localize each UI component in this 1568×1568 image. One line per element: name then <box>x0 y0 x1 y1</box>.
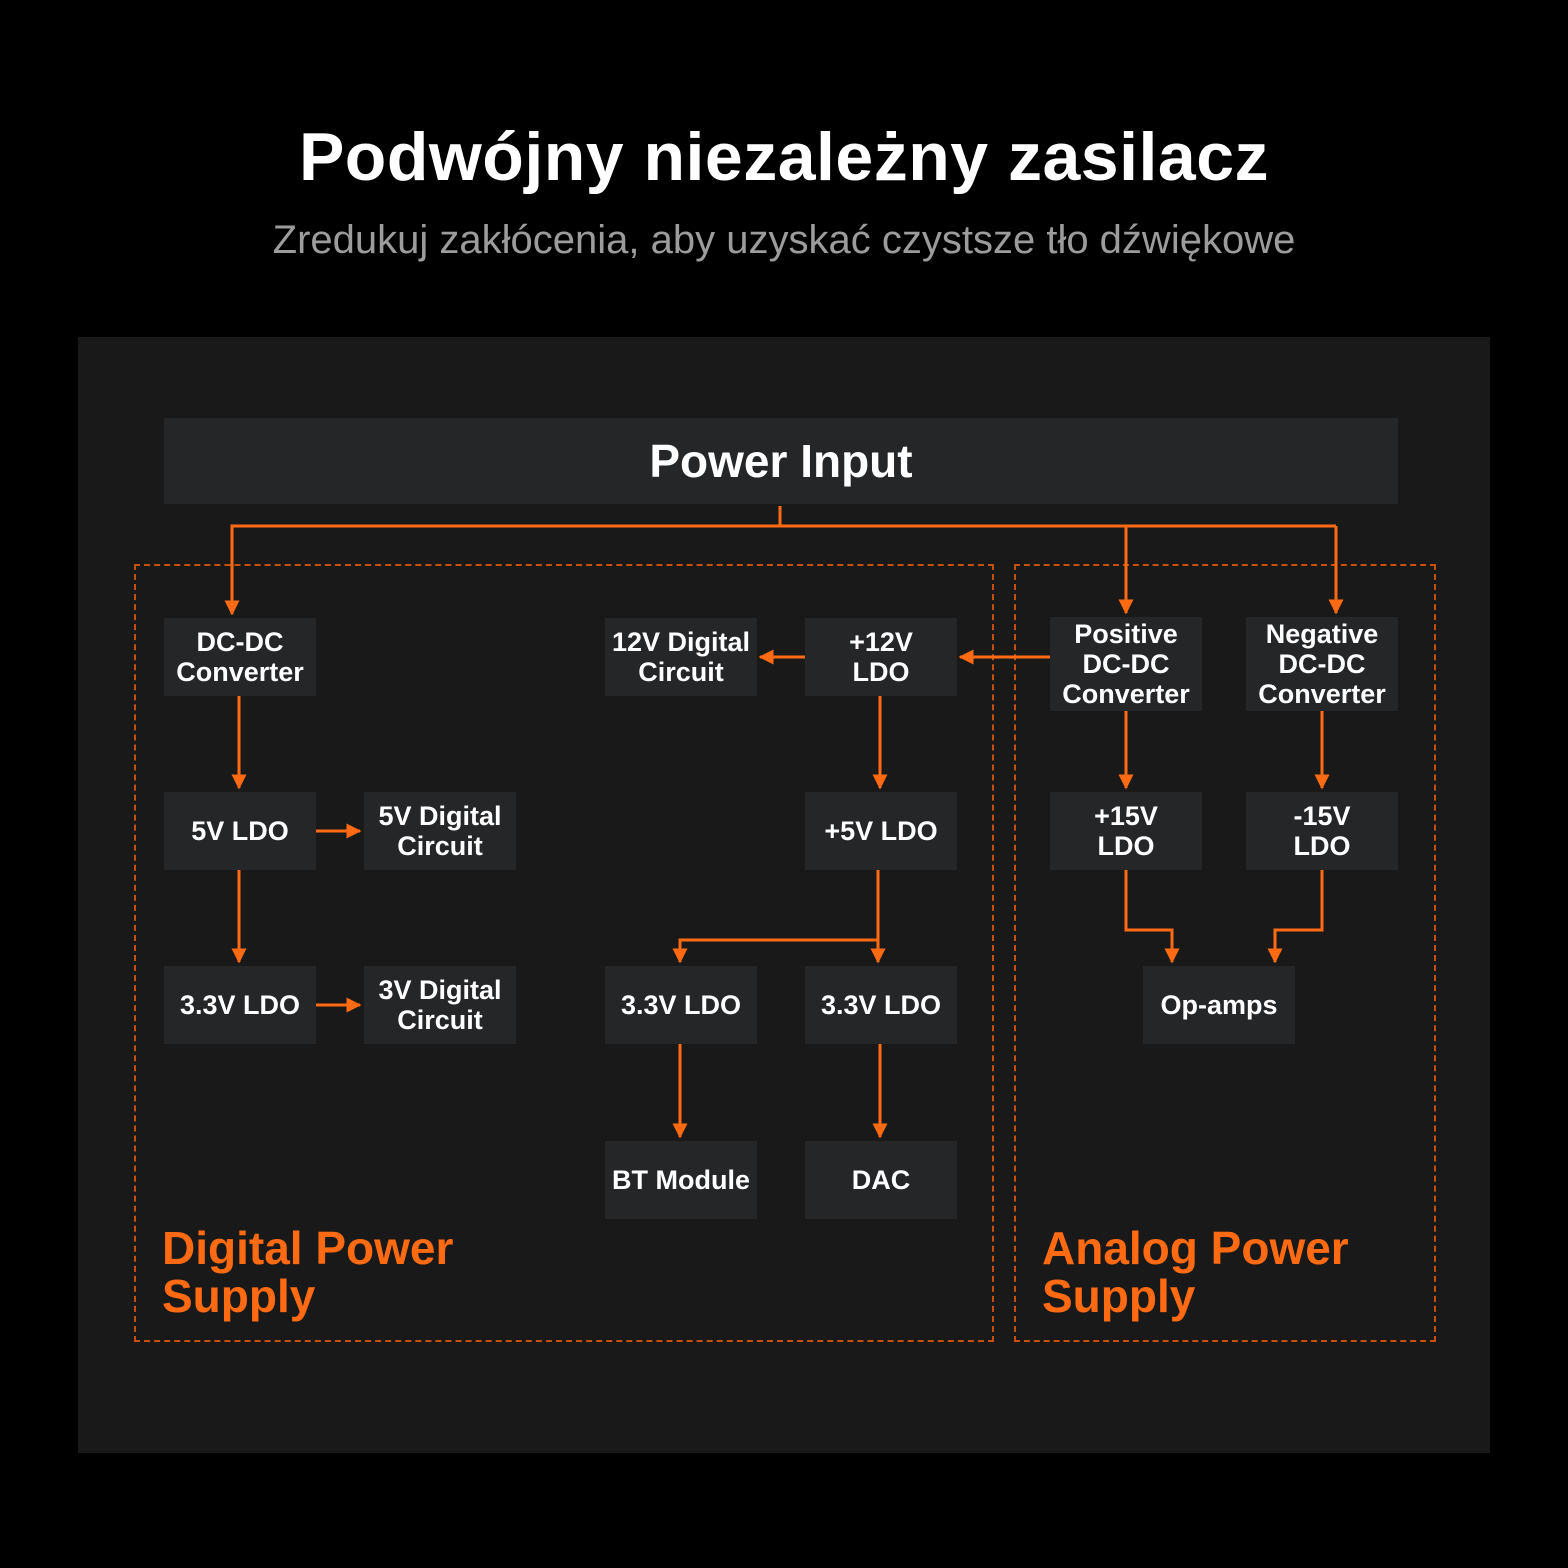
page-subtitle: Zredukuj zakłócenia, aby uzyskać czystsz… <box>272 218 1296 262</box>
3v3-ldo-block-right: 3.3V LDO <box>805 966 957 1044</box>
plus-5v-ldo-block: +5V LDO <box>805 792 957 870</box>
diagram-panel <box>78 337 1490 1453</box>
3v3-ldo-block-left: 3.3V LDO <box>164 966 316 1044</box>
5v-ldo-block: 5V LDO <box>164 792 316 870</box>
power-input-block: Power Input <box>164 418 1398 504</box>
dac-block: DAC <box>805 1141 957 1219</box>
3v3-ldo-block-middle: 3.3V LDO <box>605 966 757 1044</box>
op-amps-block: Op-amps <box>1143 966 1295 1044</box>
page-title: Podwójny niezależny zasilacz <box>298 119 1270 195</box>
bt-module-block: BT Module <box>605 1141 757 1219</box>
